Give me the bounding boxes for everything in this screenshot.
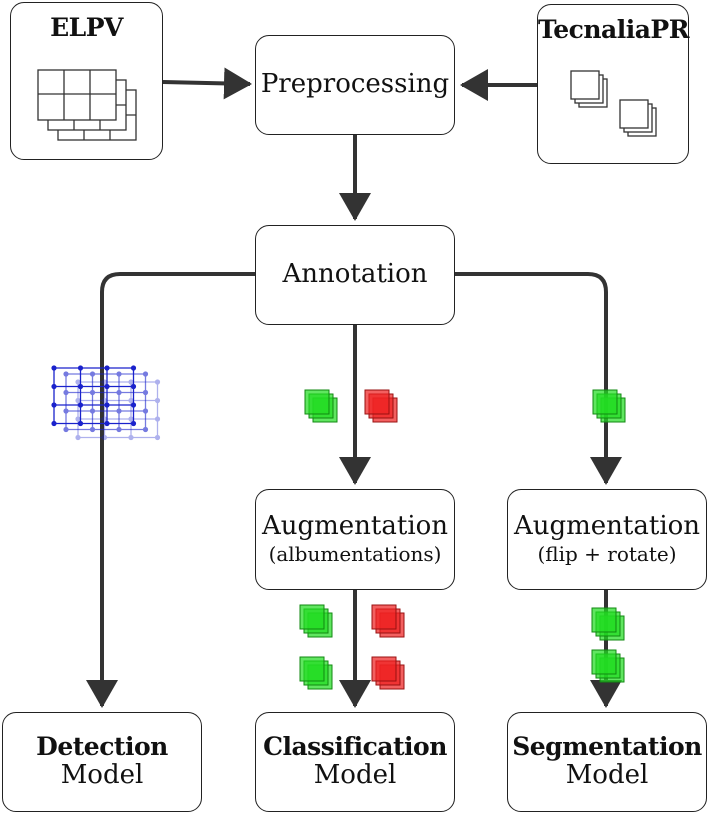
preprocessing-box: Preprocessing <box>255 35 455 135</box>
classification-model-box: Classification Model <box>255 712 455 812</box>
elpv-dataset-title: ELPV <box>50 13 123 42</box>
classification-model-suffix: Model <box>313 760 397 791</box>
arrow-elpv-to-preprocessing <box>162 67 252 100</box>
augmentation-segmentation-title: Augmentation <box>513 510 701 541</box>
augmentation-segmentation-detail: (flip + rotate) <box>537 542 677 567</box>
segmentation-model-box: Segmentation Model <box>507 712 707 812</box>
arrow-annotation-to-detection <box>86 272 255 708</box>
augmentation-classification-title: Augmentation <box>261 510 449 541</box>
detection-model-name: Detection <box>36 731 168 761</box>
segmentation-model-name: Segmentation <box>512 731 702 761</box>
annotation-box: Annotation <box>255 225 455 325</box>
segmentation-model-suffix: Model <box>565 760 649 791</box>
tecnalia-dataset-box: TecnaliaPR <box>537 4 690 164</box>
augmentation-segmentation-box: Augmentation (flip + rotate) <box>507 489 707 590</box>
classification-model-name: Classification <box>263 731 447 761</box>
tecnalia-dataset-title: TecnaliaPR <box>538 15 690 44</box>
arrow-annotation-to-augmentation-segmentation <box>455 272 622 485</box>
augmentation-classification-box: Augmentation (albumentations) <box>255 489 455 590</box>
annotation-label: Annotation <box>282 259 428 290</box>
elpv-dataset-box: ELPV <box>10 2 163 160</box>
detection-model-suffix: Model <box>60 760 144 791</box>
preprocessing-label: Preprocessing <box>260 69 450 100</box>
detection-model-box: Detection Model <box>2 712 202 812</box>
augmentation-classification-detail: (albumentations) <box>268 542 442 567</box>
